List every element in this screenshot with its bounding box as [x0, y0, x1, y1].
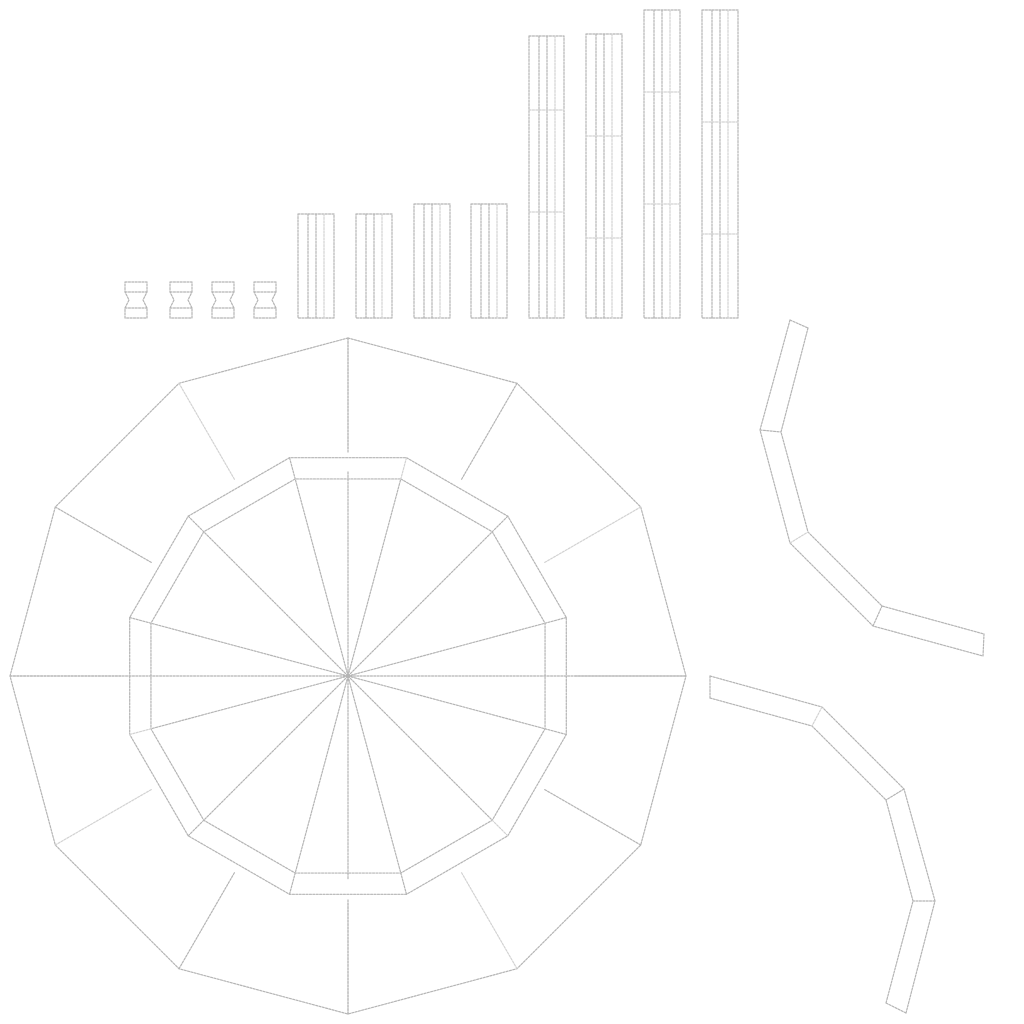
disc-ring-seam — [187, 515, 205, 533]
strip-lower-edge-a — [709, 675, 936, 1014]
strip-lower-seam — [811, 706, 823, 727]
pillar-block-small-4 — [253, 281, 277, 319]
pillar-strip-5 — [528, 35, 565, 319]
disc-inner-spoke — [347, 675, 493, 821]
disc-outer-spoke — [460, 871, 518, 970]
pillar-strips-group — [124, 9, 739, 319]
strip-upper-edge-a — [759, 319, 984, 657]
disc-inner-spoke — [294, 675, 349, 874]
disc-ring-seam — [288, 457, 296, 480]
strip-upper-seam — [789, 319, 809, 329]
disc-outer-spoke — [178, 382, 236, 481]
disc-ring-seam — [129, 728, 152, 736]
disc-ring-seam — [491, 515, 509, 533]
pillar-block-small-2 — [169, 281, 193, 319]
disc-ring-seam — [544, 616, 567, 624]
disc-inner-spoke — [294, 478, 349, 677]
strip-upper-seam — [872, 605, 883, 627]
pillar-strip-4 — [470, 203, 508, 319]
disc-ring-seam — [544, 728, 567, 736]
disc-ring-seam — [400, 457, 408, 480]
disc-inner-spoke — [347, 675, 546, 730]
curved-strip-lower — [709, 675, 936, 1014]
disc-inner-spoke — [347, 478, 402, 677]
disc-outer-spoke — [543, 788, 642, 846]
strip-lower-edge-b — [709, 697, 914, 1004]
pillar-block-small-3 — [211, 281, 235, 319]
disc-inner-spoke — [347, 675, 402, 874]
pillar-strip-6 — [585, 33, 623, 319]
strip-lower-seam — [885, 788, 905, 801]
curved-strip-upper — [759, 319, 985, 657]
disc-outer-spoke — [543, 506, 642, 564]
pillar-strip-7 — [643, 9, 681, 319]
strip-upper-edge-b — [780, 327, 985, 635]
pillar-strip-8 — [701, 9, 739, 319]
strip-upper-seam — [789, 531, 809, 544]
disc-inner-spoke — [347, 622, 546, 677]
disc-inner-spoke — [150, 622, 349, 677]
disc-ring-seam — [491, 819, 509, 837]
strip-upper-seam — [982, 633, 985, 657]
disc-ring-seam — [187, 819, 205, 837]
disc-outer-spoke — [460, 382, 518, 481]
strip-upper-seam — [759, 429, 782, 433]
pillar-block-small-1 — [124, 281, 148, 319]
pillar-strip-1 — [297, 213, 335, 319]
disc-inner-spoke — [150, 675, 349, 730]
strip-lower-seam — [885, 1002, 907, 1014]
disc-outer-spoke — [178, 871, 236, 970]
pillar-strip-3 — [413, 203, 451, 319]
dodecagon-disc-island — [9, 337, 687, 1015]
disc-ring-seam — [129, 616, 152, 624]
disc-ring-seam — [400, 872, 408, 895]
pillar-strip-2 — [355, 213, 393, 319]
disc-inner-spoke — [347, 531, 493, 677]
disc-outer-spoke — [54, 788, 153, 846]
disc-inner-spoke — [203, 531, 349, 677]
disc-ring-seam — [288, 872, 296, 895]
disc-outer-spoke — [54, 506, 153, 564]
disc-inner-spoke — [203, 675, 349, 821]
